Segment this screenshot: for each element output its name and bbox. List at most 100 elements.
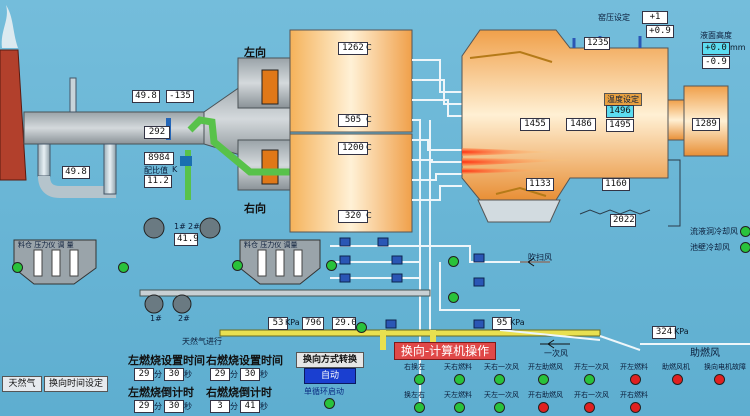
- level-value: -0.9: [702, 56, 730, 69]
- signal-top-led[interactable]: [414, 374, 425, 385]
- right-direction-label: 右向: [244, 202, 266, 215]
- left-set-minutes[interactable]: 29: [134, 368, 154, 381]
- flue-value-1: 49.8: [132, 90, 160, 103]
- bottom-fan-2-label: 2#: [178, 314, 190, 323]
- single-cycle-button[interactable]: [324, 398, 335, 409]
- second-label: 秒: [260, 370, 268, 379]
- status-led: [12, 262, 23, 273]
- unit-kpa: KPa: [285, 318, 300, 327]
- k-label: K: [172, 165, 178, 174]
- pressure-value: +0.9: [646, 25, 674, 38]
- signal-top-label: 开左助燃风: [528, 363, 563, 371]
- furnace-temp-set-input[interactable]: 1496: [606, 105, 634, 118]
- furnace-temp-1: 1235: [584, 37, 610, 50]
- status-led: [448, 256, 459, 267]
- right-set-seconds[interactable]: 30: [240, 368, 260, 381]
- regen-top-lower-temp: 505: [338, 114, 368, 127]
- unit-c: C: [366, 43, 372, 52]
- right-hopper-label: 料仓 压力仪 调量: [244, 241, 298, 249]
- flue-value-6: 49.8: [62, 166, 90, 179]
- regen-bottom-upper-temp: 1200: [338, 142, 368, 155]
- signal-top-label: 开左一次风: [574, 363, 609, 371]
- gas-temp: 29.0: [332, 317, 357, 330]
- bottom-fan-1-label: 1#: [150, 314, 162, 323]
- right-count-minutes: 3: [210, 400, 230, 413]
- signal-top-led[interactable]: [494, 374, 505, 385]
- combustion-air-label: 助燃风: [690, 348, 720, 359]
- right-count-seconds: 41: [240, 400, 260, 413]
- purge-air-label: 吹扫风: [528, 253, 552, 262]
- regen-top-upper-temp: 1262: [338, 42, 368, 55]
- primary-air-pressure: 95: [492, 317, 512, 330]
- signal-bottom-led[interactable]: [414, 402, 425, 413]
- melting-furnace: [461, 29, 669, 201]
- fan-value: 41.9: [174, 233, 199, 246]
- fan-1: [143, 217, 165, 239]
- gas-running-label: 天然气进行: [182, 337, 222, 346]
- gas-flow: 796: [302, 317, 324, 330]
- signal-bottom-label: 开右助燃风: [528, 391, 563, 399]
- tab-reversal-time[interactable]: 换向时间设定: [44, 376, 108, 392]
- left-hopper-label: 料仓 压力仪 调 量: [18, 241, 74, 249]
- signal-top-label: 天右燃料: [444, 363, 472, 371]
- left-set-seconds[interactable]: 30: [164, 368, 184, 381]
- throat-cooling-label: 流液洞冷却风: [690, 227, 738, 236]
- signal-top-led[interactable]: [538, 374, 549, 385]
- status-led: [326, 260, 337, 271]
- minute-label: 分: [154, 370, 162, 379]
- second-label: 秒: [184, 402, 192, 411]
- signal-top-label: 右换左: [404, 363, 425, 371]
- chimney: [0, 49, 27, 181]
- mode-switch-title: 换向方式转换: [296, 352, 364, 368]
- signal-bottom-label: 开右一次风: [574, 391, 609, 399]
- signal-bottom-led[interactable]: [584, 402, 595, 413]
- furnace-temp-8: 2022: [610, 214, 636, 227]
- status-led: [118, 262, 129, 273]
- pressure-set-label: 窑压设定: [598, 13, 630, 22]
- left-count-seconds: 30: [164, 400, 184, 413]
- signal-bottom-led[interactable]: [630, 402, 641, 413]
- signal-top-label: 助燃风机: [662, 363, 690, 371]
- wall-cooling-label: 池壁冷却风: [690, 243, 730, 252]
- signal-bottom-led[interactable]: [538, 402, 549, 413]
- furnace-temp-2: 1455: [520, 118, 550, 131]
- signal-top-led[interactable]: [672, 374, 683, 385]
- signal-bottom-label: 天左燃料: [444, 391, 472, 399]
- left-direction-label: 左向: [244, 46, 266, 59]
- burner-flames: [462, 148, 580, 174]
- pressure-set-input[interactable]: +1: [642, 11, 668, 24]
- unit-c: C: [366, 115, 372, 124]
- tab-natural-gas[interactable]: 天然气: [2, 376, 42, 392]
- flue-value-3: 292: [144, 126, 170, 139]
- signal-top-label: 开左燃料: [620, 363, 648, 371]
- flue-value-5: 11.2: [144, 175, 172, 188]
- smoke: [1, 5, 18, 48]
- level-set-input[interactable]: +0.0: [702, 42, 730, 55]
- signal-bottom-led[interactable]: [494, 402, 505, 413]
- second-label: 秒: [260, 402, 268, 411]
- combustion-air-pressure: 324: [652, 326, 676, 339]
- working-end-temp: 1289: [692, 118, 720, 131]
- auto-mode-button[interactable]: 自动: [304, 368, 356, 384]
- right-damper: [261, 149, 279, 185]
- furnace-temp-4: 1495: [606, 119, 634, 132]
- computer-operation-title: 换向-计算机操作: [394, 342, 496, 360]
- signal-top-label: 天右一次风: [484, 363, 519, 371]
- signal-top-led[interactable]: [630, 374, 641, 385]
- signal-bottom-led[interactable]: [454, 402, 465, 413]
- throat-cooling-led: [740, 226, 750, 237]
- signal-top-led[interactable]: [584, 374, 595, 385]
- unit-c: C: [366, 143, 372, 152]
- level-unit: mm: [730, 43, 746, 52]
- signal-top-led[interactable]: [454, 374, 465, 385]
- signal-top-led[interactable]: [714, 374, 725, 385]
- furnace-temp-7: 1160: [602, 178, 630, 191]
- left-burn-set-label: 左燃烧设置时间: [128, 354, 205, 367]
- left-count-minutes: 29: [134, 400, 154, 413]
- right-set-minutes[interactable]: 29: [210, 368, 230, 381]
- furnace-temp-6: 1133: [526, 178, 554, 191]
- flue-value-2: -135: [166, 90, 194, 103]
- fan-1-label: 1#: [174, 222, 186, 231]
